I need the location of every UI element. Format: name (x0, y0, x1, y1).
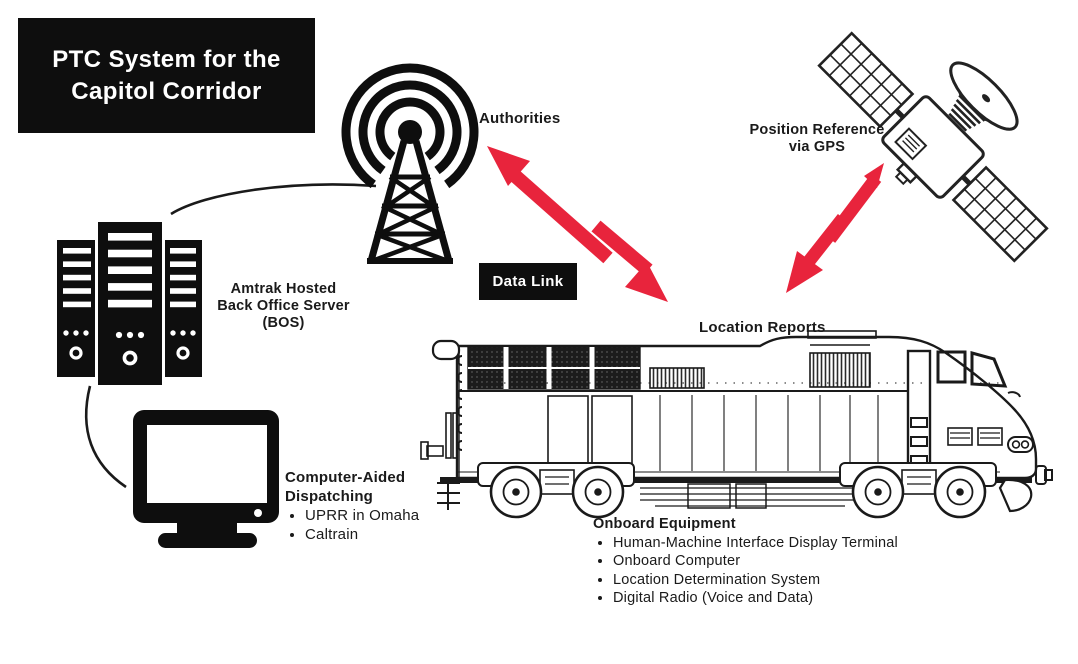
diagram-title: PTC System for the Capitol Corridor (18, 18, 315, 133)
cad-label-line2: Dispatching (285, 488, 374, 505)
computer-monitor-icon (133, 410, 279, 548)
bos-to-tower-connector (170, 183, 377, 216)
gps-label-line1: Position Reference (749, 122, 885, 138)
bos-label-line3: (BOS) (262, 315, 305, 331)
cad-label: Computer-Aided Dispatching UPRR in Omaha… (285, 468, 419, 544)
onboard-equipment-label: Onboard Equipment Human-Machine Interfac… (593, 515, 898, 608)
list-item: Onboard Computer (613, 552, 898, 571)
locomotive-icon (420, 330, 1053, 519)
server-rack-icon (57, 222, 202, 385)
gps-satellite-icon (817, 31, 1049, 263)
bos-label: Amtrak Hosted Back Office Server (BOS) (201, 281, 366, 332)
list-item: Caltrain (305, 525, 419, 544)
cad-items: UPRR in Omaha Caltrain (285, 506, 419, 544)
gps-label: Position Reference via GPS (736, 122, 898, 156)
list-item: Human-Machine Interface Display Terminal (613, 534, 898, 553)
data-link-bolt-satellite-train (786, 163, 884, 293)
bos-label-line2: Back Office Server (217, 298, 350, 314)
radio-tower-icon (341, 63, 479, 264)
list-item: Location Determination System (613, 571, 898, 590)
location-reports-label: Location Reports (699, 319, 826, 336)
data-link-label: Data Link (479, 263, 577, 300)
data-link-bolt-tower-train (487, 146, 668, 302)
bos-label-line1: Amtrak Hosted (230, 281, 337, 297)
bos-to-cad-connector (84, 385, 127, 489)
gps-label-line2: via GPS (788, 139, 846, 155)
authorities-label: Authorities (479, 110, 561, 127)
onboard-title: Onboard Equipment (593, 516, 736, 532)
cad-label-line1: Computer-Aided (285, 469, 406, 486)
diagram-title-line1: PTC System for the (52, 45, 281, 73)
data-link-text: Data Link (492, 273, 564, 290)
list-item: Digital Radio (Voice and Data) (613, 589, 898, 608)
diagram-title-line2: Capitol Corridor (71, 77, 262, 105)
onboard-items: Human-Machine Interface Display Terminal… (593, 534, 898, 608)
list-item: UPRR in Omaha (305, 506, 419, 525)
